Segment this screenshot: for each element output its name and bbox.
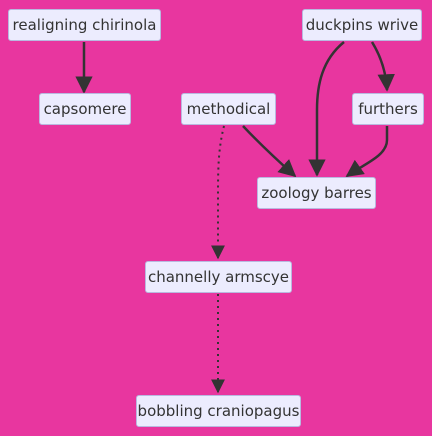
node-realigning-chirinola[interactable]: realigning chirinola [8,9,161,41]
node-furthers[interactable]: furthers [352,93,424,125]
edge-duckpins-furthers [370,41,395,92]
edge-duckpins-zoology [308,41,345,177]
node-zoology-barres[interactable]: zoology barres [257,177,376,209]
node-methodical[interactable]: methodical [181,93,276,125]
edge-methodical-channelly [211,125,225,260]
edge-furthers-zoology [345,126,389,178]
node-bobbling-craniopagus[interactable]: bobbling craniopagus [136,395,301,427]
edge-methodical-zoology [242,125,297,178]
node-duckpins-wrive[interactable]: duckpins wrive [302,9,422,41]
node-capsomere[interactable]: capsomere [39,93,131,125]
node-channelly-armscye[interactable]: channelly armscye [145,261,292,293]
